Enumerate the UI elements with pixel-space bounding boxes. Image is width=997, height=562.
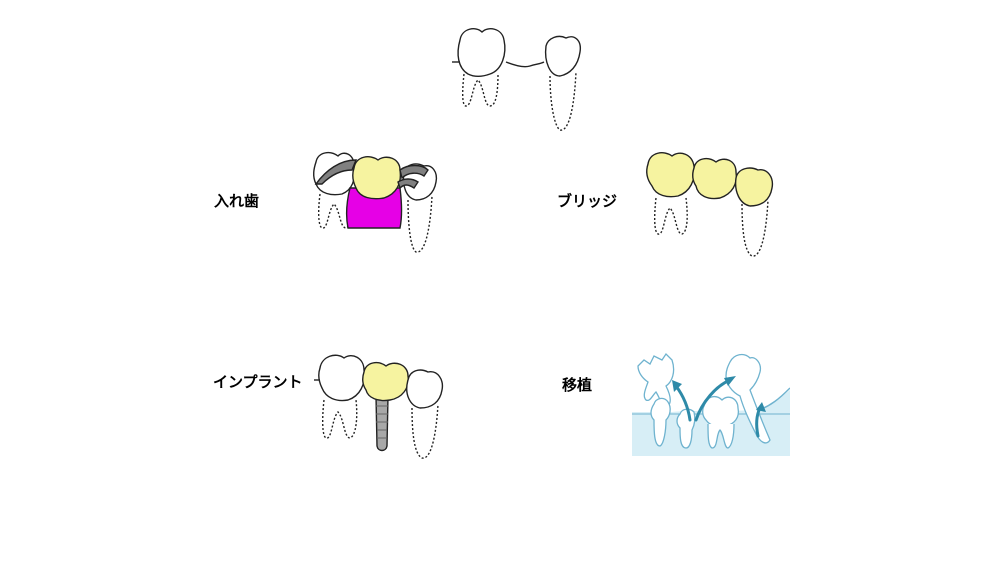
label-bridge: ブリッジ	[557, 192, 618, 210]
label-denture: 入れ歯	[214, 192, 260, 210]
label-implant: インプラント	[213, 373, 303, 391]
label-transplant: 移植	[562, 376, 593, 394]
missing-tooth-icon	[452, 28, 581, 131]
partial-denture-icon	[313, 151, 438, 253]
dental-bridge-icon	[646, 152, 774, 257]
tooth-transplant-icon	[632, 352, 790, 456]
dental-implant-icon	[314, 354, 444, 459]
